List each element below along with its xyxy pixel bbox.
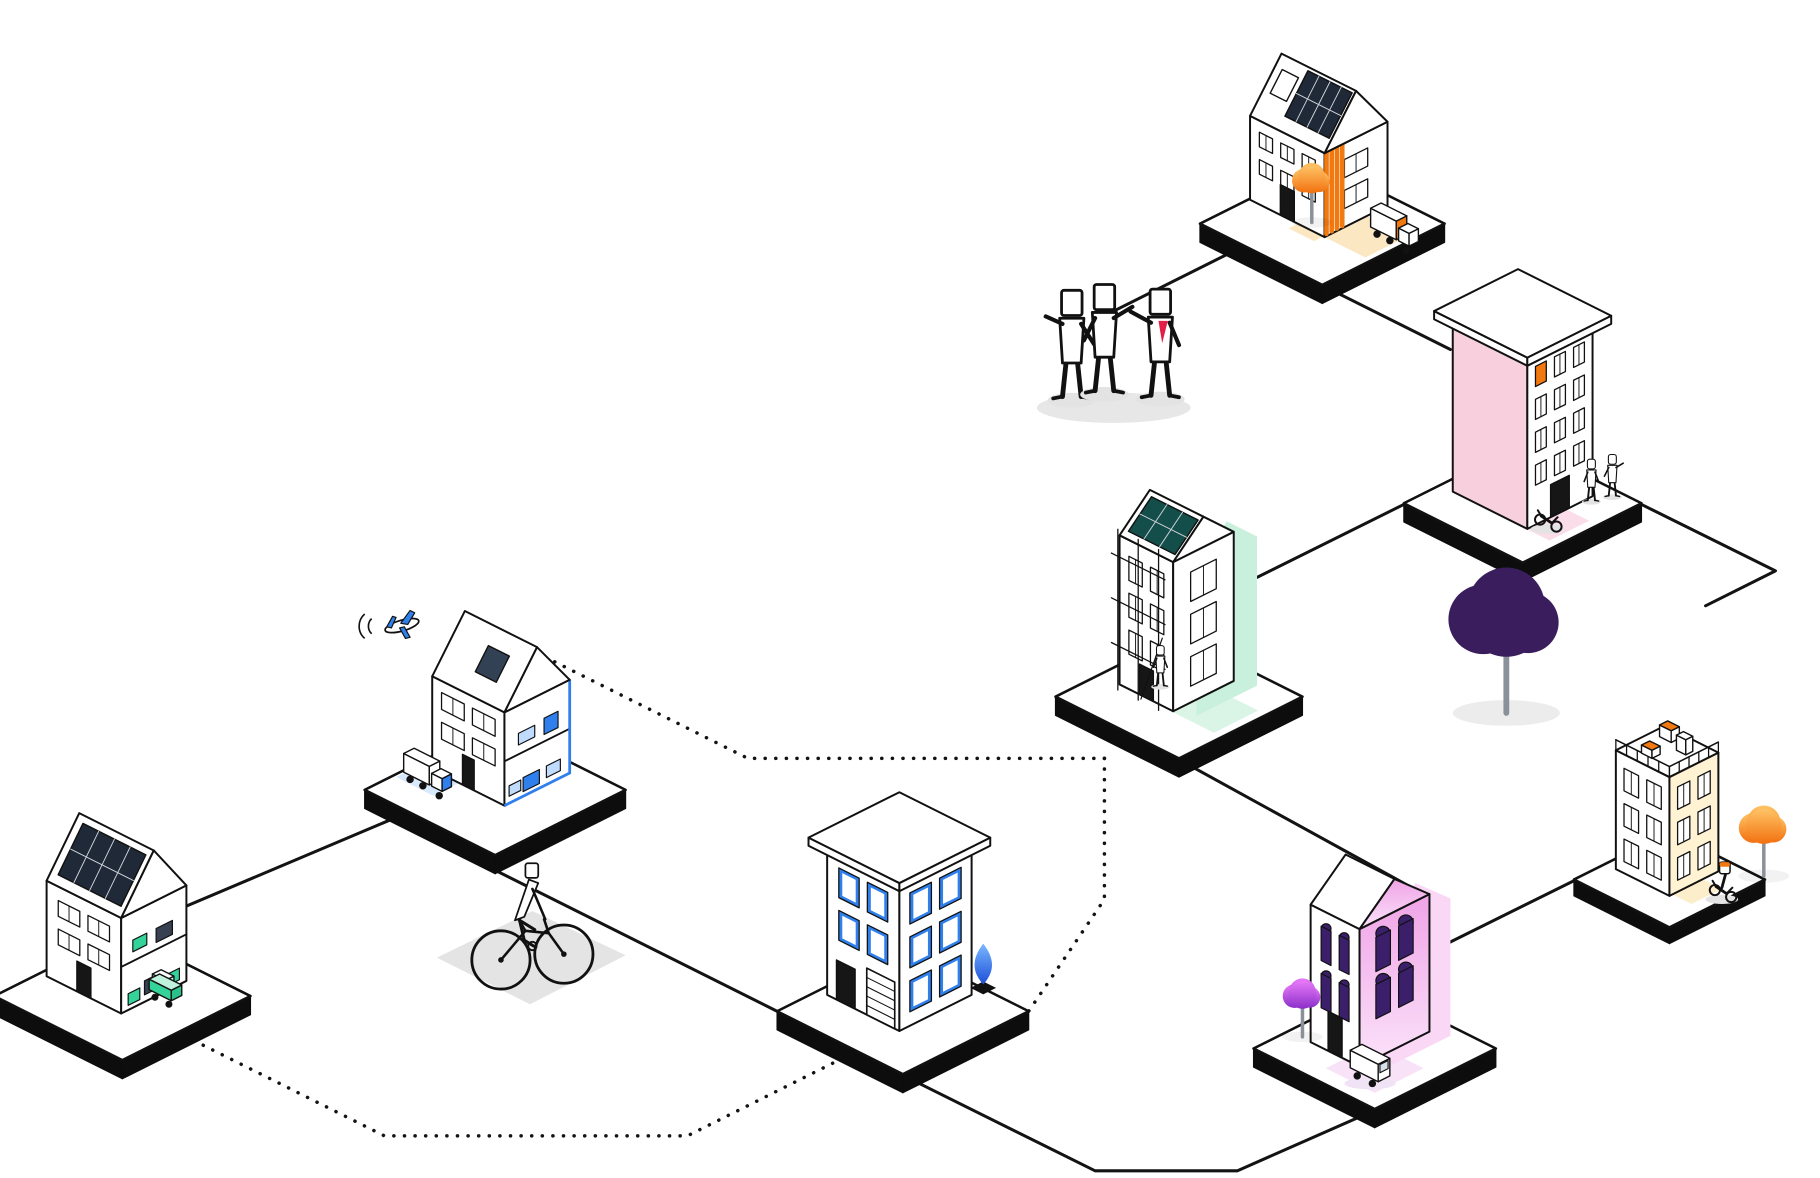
violet-tree (1282, 978, 1323, 1043)
person-middle (1080, 283, 1135, 402)
site-solar-home (0, 812, 252, 1080)
blue-flame-icon (970, 943, 997, 995)
site-green-renovation (1054, 488, 1304, 778)
link-retrofit-people (1105, 248, 1237, 317)
people-talking (1036, 283, 1191, 423)
worker (1151, 645, 1170, 690)
installer-truck (1369, 202, 1420, 255)
resident-a (1582, 458, 1601, 505)
site-mixed-use (775, 791, 1030, 1094)
dotted-bottom-loop (173, 1029, 843, 1138)
orange-tree (1291, 162, 1332, 228)
airplane-icon (358, 609, 420, 640)
link-bottom-junction (901, 1073, 1377, 1173)
green-car (148, 969, 183, 1008)
delivery-truck (402, 747, 453, 800)
cyclist (436, 862, 626, 1005)
link-green-ornate (1177, 758, 1414, 890)
orange-tree (1738, 805, 1790, 883)
resident-b (1602, 453, 1624, 501)
scooter-rider (1705, 861, 1739, 905)
dotted-connected-east (543, 655, 1107, 761)
site-retrofit-house (1198, 52, 1446, 305)
link-connected-mixeduse (465, 854, 779, 1013)
site-pink-apartment (1402, 268, 1643, 582)
site-ornate-rowhouse (1252, 853, 1498, 1129)
moped (1530, 509, 1564, 534)
purple-tree (1448, 567, 1560, 726)
dotted-drop-mixeduse (1026, 756, 1107, 1013)
site-connected-home (358, 609, 627, 875)
site-rooftop-garden (1572, 720, 1790, 945)
cyclist-figure (436, 862, 626, 1005)
link-pink-green (1233, 502, 1406, 590)
person-right (1128, 287, 1185, 407)
white-van (1344, 1043, 1396, 1090)
link-rooftop-ornate (1440, 879, 1576, 948)
link-pink-east (1639, 502, 1777, 608)
purple-tree-figure (1448, 567, 1559, 716)
link-retrofit-pink (1320, 283, 1452, 352)
